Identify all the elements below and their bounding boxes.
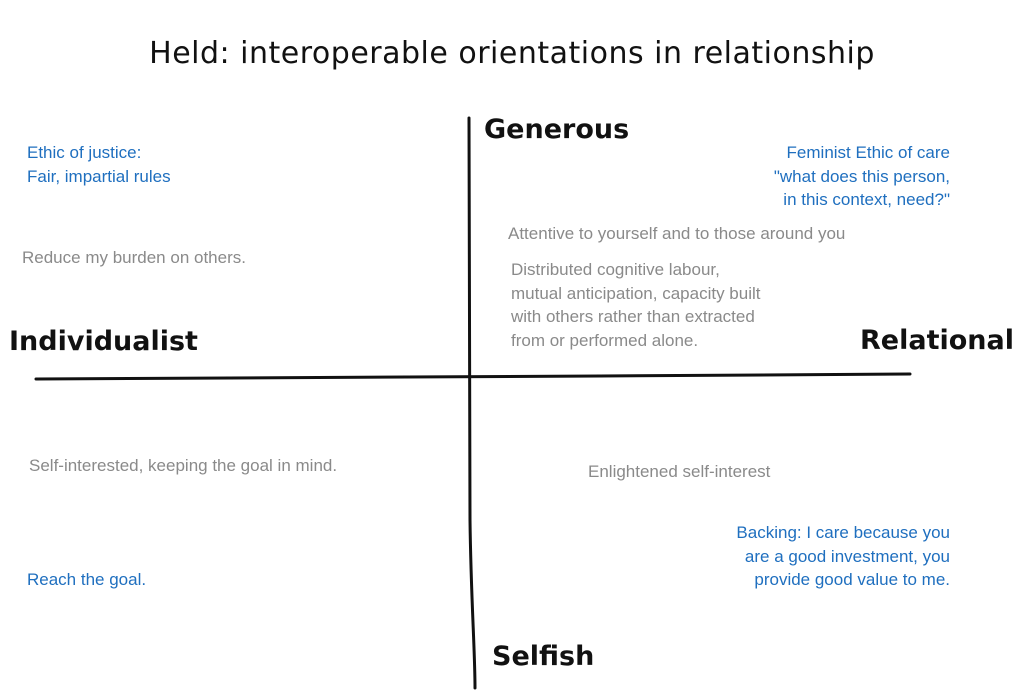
ethic-of-care-heading: Feminist Ethic of care	[786, 143, 950, 162]
attentive-text: Attentive to yourself and to those aroun…	[508, 224, 846, 243]
vertical-axis-line	[467, 116, 477, 690]
distributed-labour-line-1: Distributed cognitive labour,	[511, 260, 720, 279]
reduce-burden-text: Reduce my burden on others.	[22, 248, 246, 267]
ethic-of-justice-note: Ethic of justice: Fair, impartial rules	[27, 141, 171, 188]
ethic-of-care-question-line-2: in this context, need?"	[783, 190, 950, 209]
enlightened-self-interest-note: Enlightened self-interest	[588, 460, 770, 484]
axis-label-selfish: Selfish	[492, 641, 595, 672]
distributed-labour-line-3: with others rather than extracted	[511, 307, 755, 326]
distributed-labour-line-2: mutual anticipation, capacity built	[511, 283, 761, 303]
ethic-of-care-note: Feminist Ethic of care "what does this p…	[774, 141, 950, 212]
backing-line-3: provide good value to me.	[754, 570, 950, 589]
ethic-of-justice-heading: Ethic of justice:	[27, 143, 142, 162]
reduce-burden-note: Reduce my burden on others.	[22, 246, 246, 270]
ethic-of-justice-detail: Fair, impartial rules	[27, 166, 171, 186]
distributed-labour-line-4: from or performed alone.	[511, 330, 699, 350]
backing-note: Backing: I care because you are a good i…	[736, 521, 950, 592]
self-interested-text: Self-interested, keeping the goal in min…	[29, 456, 338, 475]
enlightened-self-interest-text: Enlightened self-interest	[588, 462, 771, 481]
backing-line-1: Backing: I care because you	[736, 523, 950, 542]
distributed-labour-note: Distributed cognitive labour, mutual ant…	[511, 258, 760, 352]
ethic-of-care-question-line-1: "what does this person,	[773, 166, 950, 186]
horizontal-axis-line	[34, 372, 912, 381]
diagram-title: Held: interoperable orientations in rela…	[149, 36, 875, 71]
attentive-note: Attentive to yourself and to those aroun…	[508, 222, 845, 246]
axis-label-generous: Generous	[484, 114, 630, 145]
backing-line-2: are a good investment, you	[744, 546, 950, 566]
reach-goal-text: Reach the goal.	[27, 570, 147, 589]
axis-label-individualist: Individualist	[9, 326, 198, 357]
self-interested-note: Self-interested, keeping the goal in min…	[29, 454, 337, 478]
reach-goal-note: Reach the goal.	[27, 568, 146, 592]
axis-label-relational: Relational	[860, 325, 1014, 356]
